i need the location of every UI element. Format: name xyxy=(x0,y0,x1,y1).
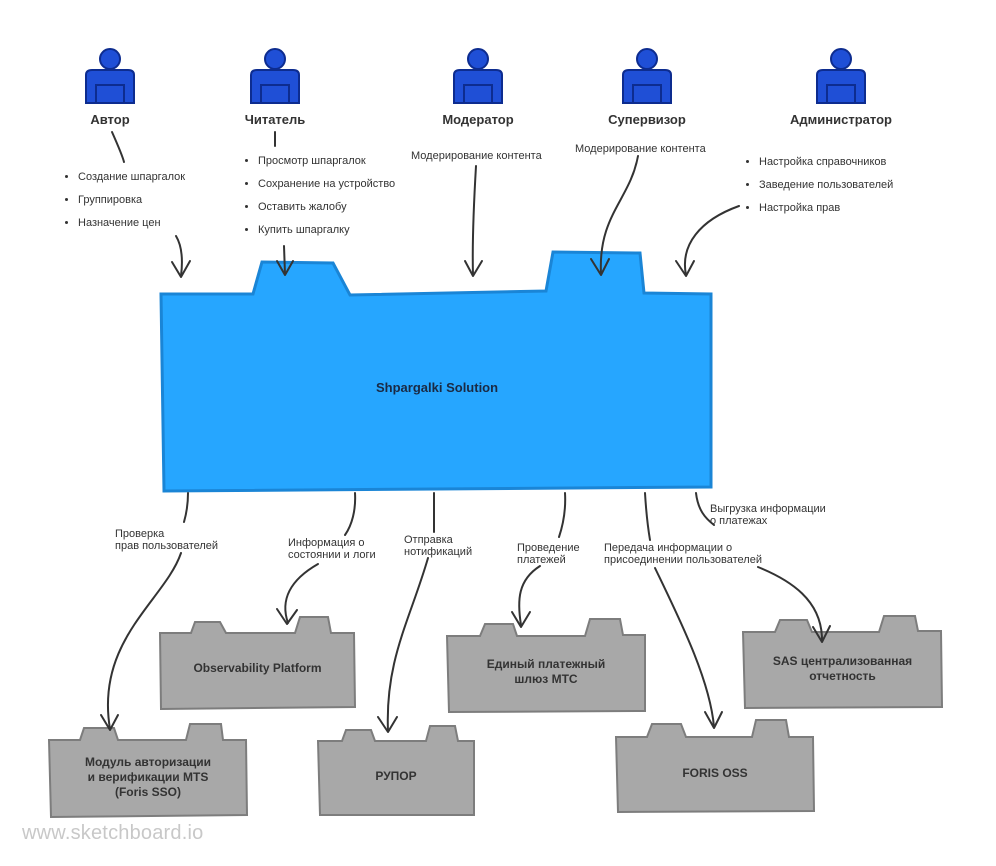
arrow-to-observability-top xyxy=(344,492,357,536)
list-item: Группировка xyxy=(78,194,185,207)
admin-actions-list: Настройка справочников Заведение пользов… xyxy=(742,156,893,225)
foris-oss-label: FORIS OSS xyxy=(682,766,748,780)
actor-moderator-icon xyxy=(453,48,503,104)
arrow-to-observability xyxy=(284,563,319,624)
actor-arrows xyxy=(111,131,740,278)
actor-admin-label: Администратор xyxy=(790,112,892,127)
arrow-to-oss xyxy=(654,567,715,728)
actor-admin-icon xyxy=(816,48,866,104)
flow-label-payments: Проведение платежей xyxy=(517,542,580,566)
foris-oss-box xyxy=(614,719,816,814)
arrow-reader-head xyxy=(276,260,294,276)
arrow-to-rupor-head xyxy=(377,716,398,733)
sketchboard-watermark: www.sketchboard.io xyxy=(22,822,204,844)
actor-supervisor-label: Супервизор xyxy=(608,112,686,127)
sas-reporting-label: SAS централизованная отчетность xyxy=(772,654,913,683)
main-system-shape xyxy=(159,250,713,493)
foris-sso-box xyxy=(47,723,249,819)
observability-platform-label: Observability Platform xyxy=(193,661,322,675)
observability-platform-box xyxy=(158,616,357,711)
list-item: Оставить жалобу xyxy=(258,201,395,214)
arrow-author-head xyxy=(171,260,191,278)
arrow-author xyxy=(111,131,125,163)
arrow-admin xyxy=(684,205,740,276)
list-item: Настройка прав xyxy=(759,202,893,215)
list-item: Настройка справочников xyxy=(759,156,893,169)
flow-label-notifications: Отправка нотификаций xyxy=(404,534,473,558)
payment-gateway-label: Единый платежный шлюз МТС xyxy=(486,657,606,686)
actor-reader-label: Читатель xyxy=(244,112,306,127)
system-arrows xyxy=(100,492,831,733)
list-item: Назначение цен xyxy=(78,217,185,230)
actor-author-icon xyxy=(85,48,135,104)
main-system-label: Shpargalki Solution xyxy=(376,380,499,395)
arrow-to-sas-top xyxy=(695,492,715,526)
arrow-moderator xyxy=(471,165,477,276)
arrow-to-sso-top xyxy=(183,492,189,523)
rupor-box xyxy=(316,725,475,816)
arrow-to-payment-head xyxy=(511,611,531,628)
author-actions-list: Создание шпаргалок Группировка Назначени… xyxy=(61,171,185,240)
list-item: Просмотр шпаргалок xyxy=(258,155,395,168)
moderator-note: Модерирование контента xyxy=(411,150,542,162)
flow-label-auth: Проверка прав пользователей xyxy=(115,528,219,552)
actor-supervisor-icon xyxy=(622,48,672,104)
arrow-to-sso-head xyxy=(100,714,119,731)
list-item: Заведение пользователей xyxy=(759,179,893,192)
arrow-to-oss-top xyxy=(644,492,651,541)
actor-moderator-label: Модератор xyxy=(442,112,514,127)
arrow-to-payment xyxy=(518,565,541,626)
arrow-supervisor-head xyxy=(590,258,610,276)
arrow-supervisor xyxy=(599,155,639,275)
arrow-to-sso xyxy=(107,552,182,730)
arrow-to-rupor xyxy=(386,557,429,732)
foris-sso-label: Модуль авторизации и верификации MTS (Fo… xyxy=(84,755,212,799)
arrow-to-observability-head xyxy=(276,608,298,625)
list-item: Создание шпаргалок xyxy=(78,171,185,184)
arrow-moderator-head xyxy=(464,260,483,277)
arrow-to-payment-top xyxy=(558,492,567,538)
actor-reader-icon xyxy=(250,48,300,104)
rupor-label: РУПОР xyxy=(375,769,417,783)
list-item: Сохранение на устройство xyxy=(258,178,395,191)
arrow-to-oss-head xyxy=(704,711,723,729)
list-item: Купить шпаргалку xyxy=(258,224,395,237)
arrow-admin-head xyxy=(675,260,695,277)
payment-gateway-box xyxy=(445,618,646,714)
arrow-to-sas-head xyxy=(812,625,831,643)
sas-reporting-box xyxy=(741,615,944,710)
flow-label-logs: Информация о состоянии и логи xyxy=(288,537,376,561)
arrow-author-to-main xyxy=(175,235,183,277)
flow-label-user-join: Передача информации о присоединении поль… xyxy=(604,542,762,566)
flow-label-payment-export: Выгрузка информации о платежах xyxy=(710,503,826,527)
reader-actions-list: Просмотр шпаргалок Сохранение на устройс… xyxy=(241,155,395,247)
supervisor-note: Модерирование контента xyxy=(575,143,706,155)
actor-author-label: Автор xyxy=(90,112,130,127)
arrow-reader-to-main xyxy=(283,245,286,275)
arrow-to-sas xyxy=(757,566,823,641)
